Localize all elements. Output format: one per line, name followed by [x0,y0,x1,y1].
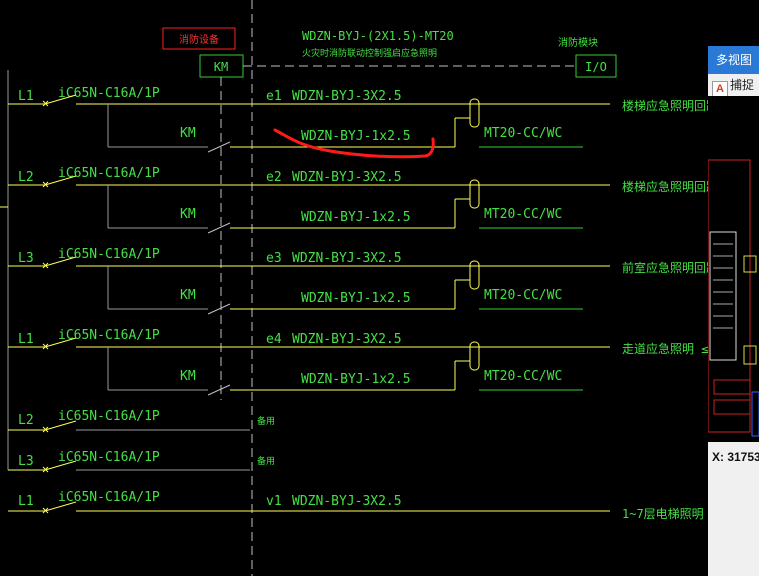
spare-circuit-row: L2 iC65N-C16A/1P 备用 [8,409,275,433]
breaker-symbol [44,460,77,471]
breaker-cross [42,262,49,269]
circuit-id: e2 [266,170,282,185]
breaker-cross [42,100,49,107]
thumbnail-table [709,231,737,361]
breaker-label: iC65N-C16A/1P [58,166,160,181]
breaker-label: iC65N-C16A/1P [58,247,160,262]
breaker-symbol [44,94,77,105]
io-module-box [575,54,617,78]
cable-spec: WDZN-BYJ-3X2.5 [292,251,402,266]
circuit-row: L3 iC65N-C16A/1P KM e3 WDZN-BYJ-3X2.5 WD… [8,247,708,315]
control-cable-spec: WDZN-BYJ-1x2.5 [301,291,411,306]
coordinate-readout: X: 31753 [708,442,759,576]
breaker-symbol [44,256,77,267]
circuit-id: e1 [266,89,282,104]
control-cable-title: WDZN-BYJ-(2X1.5)-MT20 [302,29,454,43]
phase-label: L3 [18,251,34,266]
spare-note: 备用 [257,455,275,467]
red-markup-stroke [273,128,435,159]
snap-label: 捕捉 [730,78,755,92]
phase-label: L1 [18,494,34,509]
phase-label: L2 [18,170,34,185]
thumbnail-frame [707,159,751,433]
conduit-spec: MT20-CC/WC [484,207,562,222]
circuit-row: L2 iC65N-C16A/1P KM e2 WDZN-BYJ-3X2.5 WD… [8,166,708,234]
km-coil-label: KM [214,60,228,74]
load-description: 前室应急照明回路 ≤0.5KW [622,260,708,275]
circuit-row: L1 iC65N-C16A/1P KM e1 WDZN-BYJ-3X2.5 WD… [8,86,708,153]
load-description: 走道应急照明 ≤0.5KW [622,341,708,356]
breaker-symbol [44,337,77,348]
circuit-row: L1 iC65N-C16A/1P v1 WDZN-BYJ-3X2.5 1~7层电… [8,490,708,521]
breaker-label: iC65N-C16A/1P [58,490,160,505]
phase-label: L1 [18,89,34,104]
circuit-id: v1 [266,494,282,509]
km-contact [207,222,231,234]
breaker-label: iC65N-C16A/1P [58,86,160,101]
load-description: 楼梯应急照明回路 ≤0.5KW [622,179,708,194]
breaker-label: iC65N-C16A/1P [58,409,160,424]
km-label: KM [180,288,196,303]
km-contact [207,303,231,315]
fire-equipment-label: 消防设备 [179,33,219,46]
breaker-cross [42,507,49,514]
breaker-cross [42,466,49,473]
load-description: 1~7层电梯照明 0.5KW [622,507,708,521]
breaker-cross [42,181,49,188]
km-label: KM [180,369,196,384]
cable-spec: WDZN-BYJ-3X2.5 [292,89,402,104]
coordinate-value: X: 31753 [712,450,759,464]
conduit-spec: MT20-CC/WC [484,126,562,141]
breaker-cross [42,343,49,350]
circuit-id: e4 [266,332,282,347]
cad-drawing-canvas[interactable]: 消防设备 WDZN-BYJ-(2X1.5)-MT20 火灾时消防联动控制强启应急… [0,0,708,576]
km-contact [207,141,231,153]
spare-circuit-row: L3 iC65N-C16A/1P 备用 [8,450,275,473]
breaker-label: iC65N-C16A/1P [58,450,160,465]
fire-equipment-box [162,27,236,50]
breaker-cross [42,426,49,433]
conduit-marker [469,260,480,290]
circuit-row: L1 iC65N-C16A/1P KM e4 WDZN-BYJ-3X2.5 WD… [8,328,708,396]
cable-spec: WDZN-BYJ-3X2.5 [292,170,402,185]
breaker-symbol [44,420,77,431]
thumbnail-viewport [751,391,759,437]
control-cable-spec: WDZN-BYJ-1x2.5 [301,372,411,387]
control-cable-spec: WDZN-BYJ-1x2.5 [301,129,411,144]
io-module-label: I/O [585,60,607,74]
circuit-id: e3 [266,251,282,266]
breaker-label: iC65N-C16A/1P [58,328,160,343]
cable-spec: WDZN-BYJ-3X2.5 [292,494,402,509]
conduit-spec: MT20-CC/WC [484,288,562,303]
conduit-marker [469,98,480,128]
snap-icon[interactable]: A [712,81,728,96]
conduit-marker [469,179,480,209]
cable-spec: WDZN-BYJ-3X2.5 [292,332,402,347]
thumbnail-view[interactable] [707,96,759,442]
phase-label: L2 [18,413,34,428]
conduit-spec: MT20-CC/WC [484,369,562,384]
thumbnail-drawing [707,159,759,437]
spare-note: 备用 [257,415,275,427]
load-description: 楼梯应急照明回路 ≤0.5KW [622,98,708,113]
km-label: KM [180,207,196,222]
km-contact [207,384,231,396]
phase-label: L3 [18,454,34,469]
breaker-symbol [44,175,77,186]
breaker-symbol [44,501,77,512]
control-description: 火灾时消防联动控制强启应急照明 [302,47,437,59]
phase-label: L1 [18,332,34,347]
fire-module-label: 消防模块 [558,36,598,49]
control-cable-spec: WDZN-BYJ-1x2.5 [301,210,411,225]
km-label: KM [180,126,196,141]
conduit-marker [469,341,480,371]
panel-title[interactable]: 多视图 [708,46,759,74]
